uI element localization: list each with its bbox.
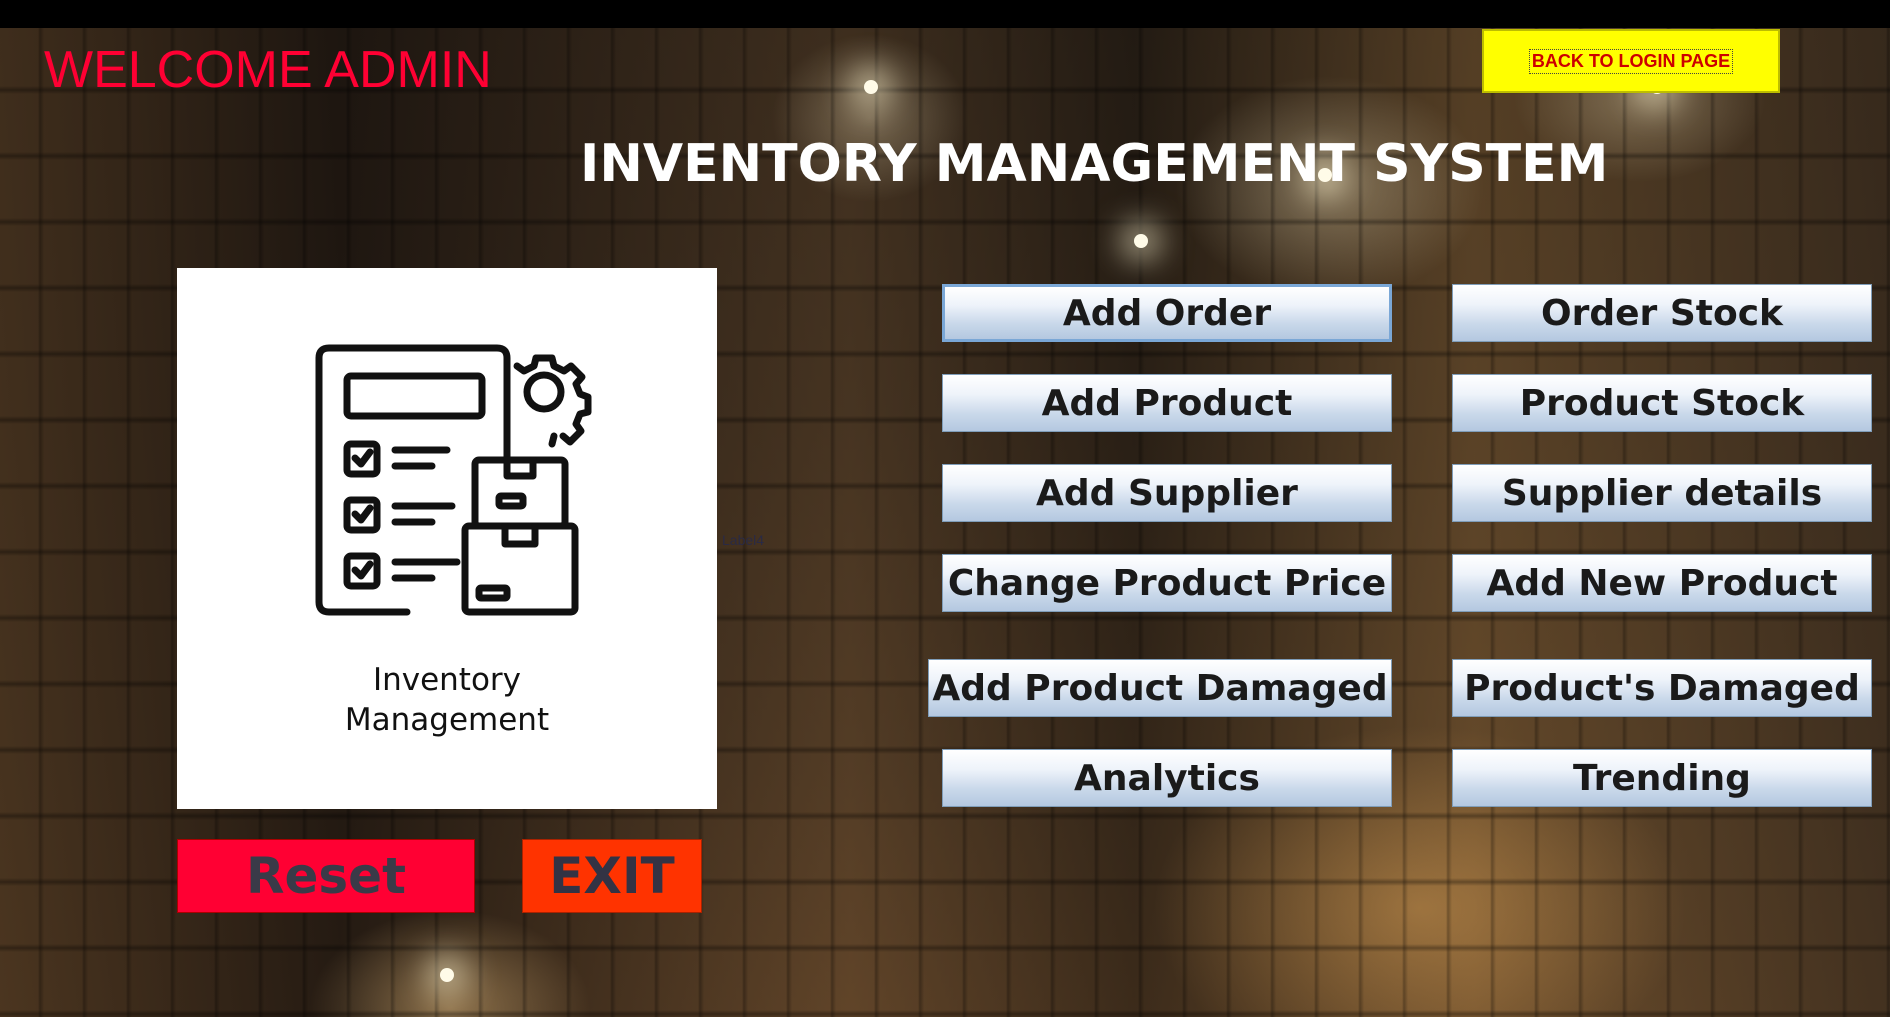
ceiling-light (864, 80, 878, 94)
add-order-button[interactable]: Add Order (942, 284, 1392, 342)
ceiling-light (1134, 234, 1148, 248)
label4-text: Label4 (722, 532, 765, 548)
analytics-button[interactable]: Analytics (942, 749, 1392, 807)
inventory-checklist-icon (315, 344, 592, 616)
add-product-damaged-button[interactable]: Add Product Damaged (928, 659, 1392, 717)
products-damaged-button[interactable]: Product's Damaged (1452, 659, 1872, 717)
order-stock-button[interactable]: Order Stock (1452, 284, 1872, 342)
ceiling-light (1318, 168, 1332, 182)
trending-button[interactable]: Trending (1452, 749, 1872, 807)
logo-caption-line1: Inventory (372, 662, 522, 698)
logo-caption-line2: Management (344, 702, 550, 738)
welcome-label: WELCOME ADMIN (44, 41, 492, 99)
add-supplier-button[interactable]: Add Supplier (942, 464, 1392, 522)
exit-button[interactable]: EXIT (522, 839, 702, 913)
product-stock-button[interactable]: Product Stock (1452, 374, 1872, 432)
logo-caption: Inventory Management (177, 660, 717, 740)
supplier-details-button[interactable]: Supplier details (1452, 464, 1872, 522)
page-title: INVENTORY MANAGEMENT SYSTEM (580, 134, 1609, 194)
change-product-price-button[interactable]: Change Product Price (942, 554, 1392, 612)
back-to-login-button[interactable]: BACK TO LOGIN PAGE (1482, 29, 1780, 93)
add-product-button[interactable]: Add Product (942, 374, 1392, 432)
reset-button[interactable]: Reset (177, 839, 475, 913)
inventory-logo-card: Inventory Management (177, 268, 717, 809)
add-new-product-button[interactable]: Add New Product (1452, 554, 1872, 612)
ceiling-light (440, 968, 454, 982)
back-to-login-label: BACK TO LOGIN PAGE (1528, 48, 1734, 74)
